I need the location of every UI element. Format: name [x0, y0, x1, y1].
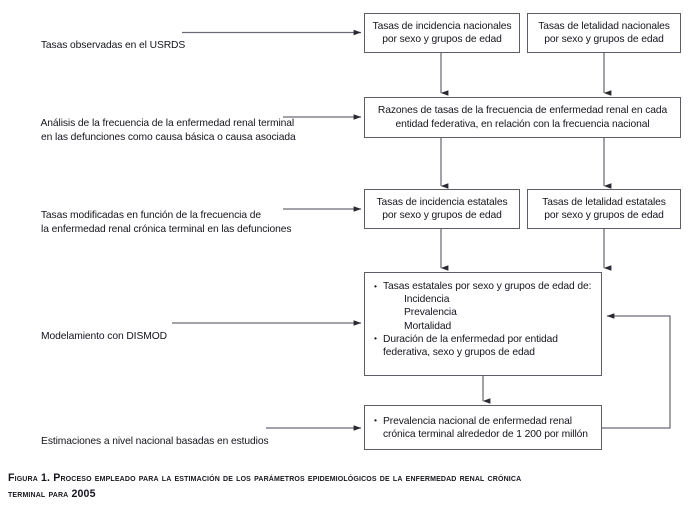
- figure-caption: Figura 1. Proceso empleado para la estim…: [8, 470, 696, 502]
- node-letalidad-nac-line1: Tasas de letalidad nacionales: [538, 20, 670, 32]
- node-incidencia-est-line2: por sexo y grupos de edad: [382, 210, 502, 221]
- node-letalidad-est-line1: Tasas de letalidad estatales: [542, 196, 666, 208]
- figure-caption-line1: Figura 1. Proceso empleado para la estim…: [8, 472, 522, 484]
- dismod-sub2-text: Prevalencia: [404, 307, 457, 319]
- side-label-analisis-line1: Análisis de la frecuencia de la enfermed…: [40, 118, 295, 130]
- side-label-estimaciones-line1: Estimaciones a nivel nacional basadas en…: [41, 436, 269, 448]
- prevalencia-bullet-text: Prevalencia nacional de enfermedad renal: [383, 415, 572, 427]
- side-label-tasas-modificadas: Tasas modificadas en función de la frecu…: [30, 196, 292, 250]
- side-label-analisis-line2: en las defunciones como causa básica o c…: [41, 131, 296, 143]
- dismod-sub-prevalencia: Prevalencia: [374, 306, 593, 319]
- node-razones-de-tasas: Razones de tasas de la frecuencia de enf…: [364, 97, 681, 138]
- node-tasas-letalidad-nacionales: Tasas de letalidad nacionales por sexo y…: [527, 13, 681, 53]
- node-dismod-output: Tasas estatales por sexo y grupos de eda…: [364, 272, 602, 376]
- dismod-sub3-text: Mortalidad: [404, 320, 452, 332]
- node-tasas-letalidad-estatales: Tasas de letalidad estatales por sexo y …: [527, 189, 681, 229]
- side-label-estimaciones-nacionales: Estimaciones a nivel nacional basadas en…: [30, 422, 269, 462]
- dismod-bullet-duracion: Duración de la enfermedad por entidad: [374, 332, 593, 346]
- dismod-sub1-text: Incidencia: [404, 294, 450, 306]
- feedback-loop-prevalencia-to-dismod: [601, 313, 671, 429]
- node-incidencia-est-line1: Tasas de incidencia estatales: [376, 196, 508, 208]
- node-letalidad-est-line2: por sexo y grupos de edad: [544, 210, 664, 221]
- side-label-modelamiento-dismod: Modelamiento con DISMOD: [30, 317, 167, 357]
- node-incidencia-nac-line2: por sexo y grupos de edad: [382, 34, 502, 45]
- dismod-sub-incidencia: Incidencia: [374, 293, 593, 306]
- side-label-usrds: Tasas observadas en el USRDS: [30, 26, 185, 66]
- dismod-bullet1-text: Tasas estatales por sexo y grupos de eda…: [383, 281, 592, 292]
- prevalencia-bullet-cont-text: crónica terminal alrededor de 1 200 por …: [383, 429, 588, 440]
- prevalencia-bullet: Prevalencia nacional de enfermedad renal: [374, 414, 593, 428]
- prevalencia-bullet-cont: crónica terminal alrededor de 1 200 por …: [374, 428, 593, 441]
- node-razones-line1: Razones de tasas de la frecuencia de enf…: [377, 105, 668, 117]
- node-incidencia-nac-line1: Tasas de incidencia nacionales: [372, 20, 512, 32]
- node-prevalencia-nacional: Prevalencia nacional de enfermedad renal…: [364, 405, 602, 450]
- dismod-bullet-tasas-estatales: Tasas estatales por sexo y grupos de eda…: [374, 279, 593, 293]
- dismod-bullet-duracion-cont: federativa, sexo y grupos de edad: [374, 346, 593, 359]
- dismod-bullet2-cont-text: federativa, sexo y grupos de edad: [383, 347, 535, 359]
- side-label-tasasmod-line2: la enfermedad renal crónica terminal en …: [41, 223, 292, 235]
- side-label-dismod-line1: Modelamiento con DISMOD: [41, 331, 167, 343]
- side-label-tasasmod-line1: Tasas modificadas en función de la frecu…: [40, 210, 262, 222]
- side-label-analisis-defunciones: Análisis de la frecuencia de la enfermed…: [30, 104, 296, 158]
- node-tasas-incidencia-nacionales: Tasas de incidencia nacionales por sexo …: [364, 13, 520, 53]
- node-razones-line2: entidad federativa, en relación con la f…: [395, 118, 650, 130]
- node-tasas-incidencia-estatales: Tasas de incidencia estatales por sexo y…: [364, 189, 520, 229]
- dismod-sub-mortalidad: Mortalidad: [374, 320, 593, 333]
- dismod-bullet2-text: Duración de la enfermedad por entidad: [383, 333, 558, 345]
- node-letalidad-nac-line2: por sexo y grupos de edad: [544, 34, 664, 45]
- figure-caption-line2: terminal para 2005: [8, 488, 96, 500]
- side-label-usrds-line1: Tasas observadas en el USRDS: [40, 40, 186, 52]
